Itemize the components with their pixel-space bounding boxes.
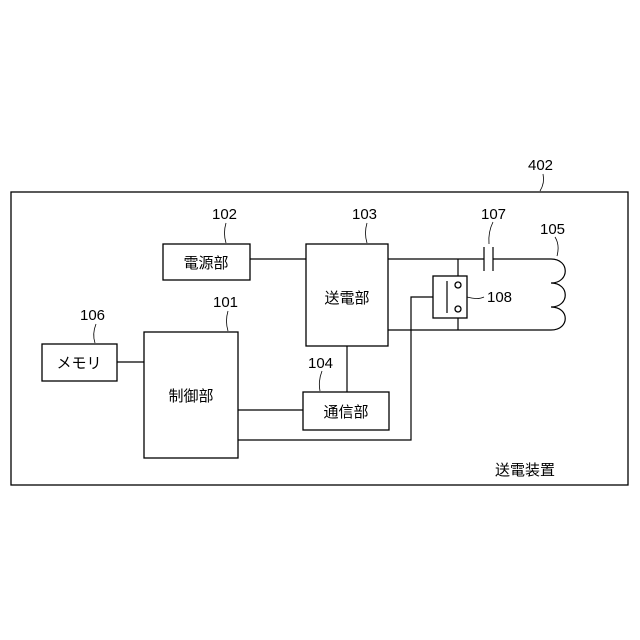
communication-label: 通信部 <box>323 403 368 421</box>
controller-label: 制御部 <box>168 387 213 405</box>
memory-ref: 106 <box>80 307 105 324</box>
coil-ref: 105 <box>540 221 565 238</box>
memory-label: メモリ <box>56 354 101 372</box>
switch-housing <box>433 276 467 318</box>
switch-contact-bottom <box>455 306 461 312</box>
device-ref-leader <box>540 174 544 191</box>
switch-ref: 108 <box>487 289 512 306</box>
communication-ref: 104 <box>308 355 333 372</box>
power-supply-ref: 102 <box>212 206 237 223</box>
power-supply-label: 電源部 <box>183 254 228 272</box>
capacitor-ref: 107 <box>481 206 506 223</box>
power-transmitter-label: 送電部 <box>324 289 369 307</box>
controller-ref: 101 <box>213 294 238 311</box>
switch-contact-top <box>455 282 461 288</box>
power-transmitter-ref: 103 <box>352 206 377 223</box>
device-ref: 402 <box>528 157 553 174</box>
device-caption: 送電装置 <box>495 461 555 479</box>
